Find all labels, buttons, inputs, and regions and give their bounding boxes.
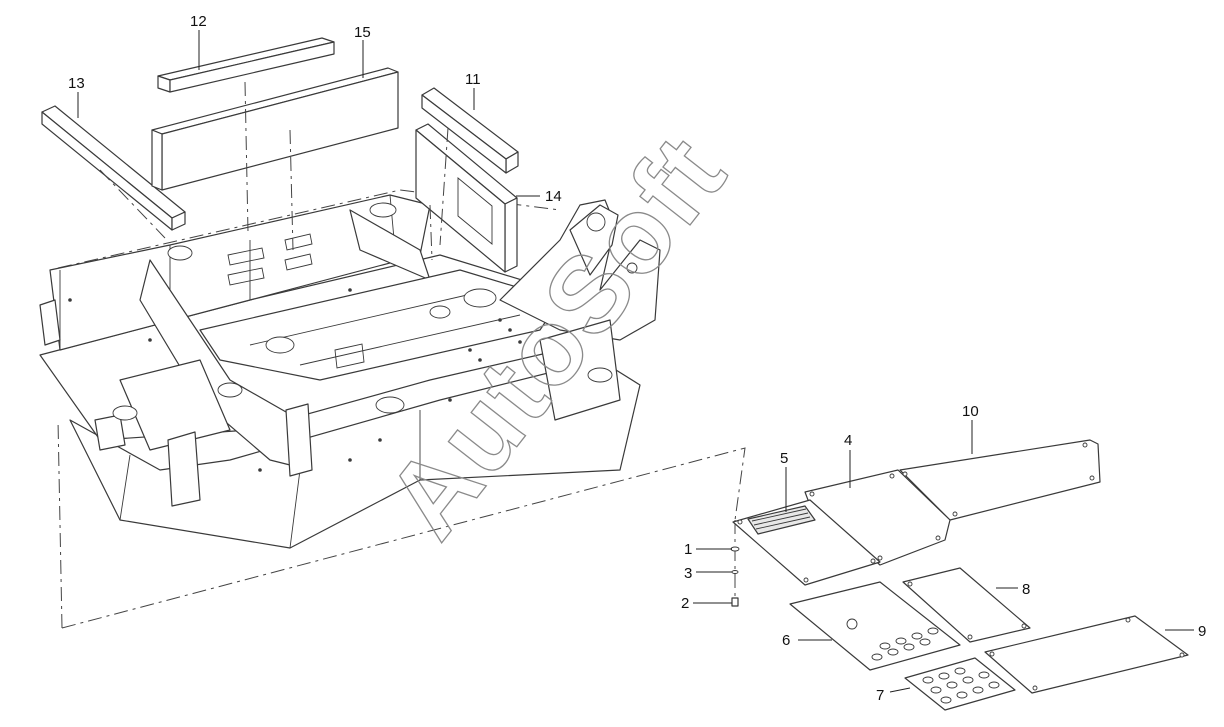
lock-washer-3 xyxy=(731,570,739,574)
bar-12 xyxy=(157,37,335,93)
bar-13 xyxy=(41,105,186,231)
plate-15 xyxy=(151,67,399,191)
callout-3: 3 xyxy=(684,565,692,582)
callout-5: 5 xyxy=(780,450,788,467)
cover-plate-9 xyxy=(984,615,1189,694)
callout-8: 8 xyxy=(1022,581,1030,598)
callouts: 12 15 13 11 14 1 3 2 5 4 10 6 7 8 9 xyxy=(68,13,1206,704)
bolt-2 xyxy=(731,597,739,607)
cover-plate-8 xyxy=(902,567,1031,643)
assembly-lines xyxy=(99,81,736,600)
washer-1 xyxy=(730,546,740,552)
callout-6: 6 xyxy=(782,632,790,649)
callout-13: 13 xyxy=(68,75,85,92)
callout-12: 12 xyxy=(190,13,207,30)
cover-plate-6 xyxy=(789,581,961,671)
main-frame xyxy=(39,189,746,629)
mesh-plate-7 xyxy=(904,657,1016,711)
leader-lines xyxy=(77,30,1194,693)
callout-15: 15 xyxy=(354,24,371,41)
callout-11: 11 xyxy=(465,71,481,88)
callout-7: 7 xyxy=(876,687,884,704)
callout-2: 2 xyxy=(681,595,689,612)
callout-4: 4 xyxy=(844,432,852,449)
callout-9: 9 xyxy=(1198,623,1206,640)
callout-1: 1 xyxy=(684,541,692,558)
callout-14: 14 xyxy=(545,188,562,205)
bar-11 xyxy=(421,87,519,174)
callout-10: 10 xyxy=(962,403,979,420)
plate-14 xyxy=(415,123,518,273)
